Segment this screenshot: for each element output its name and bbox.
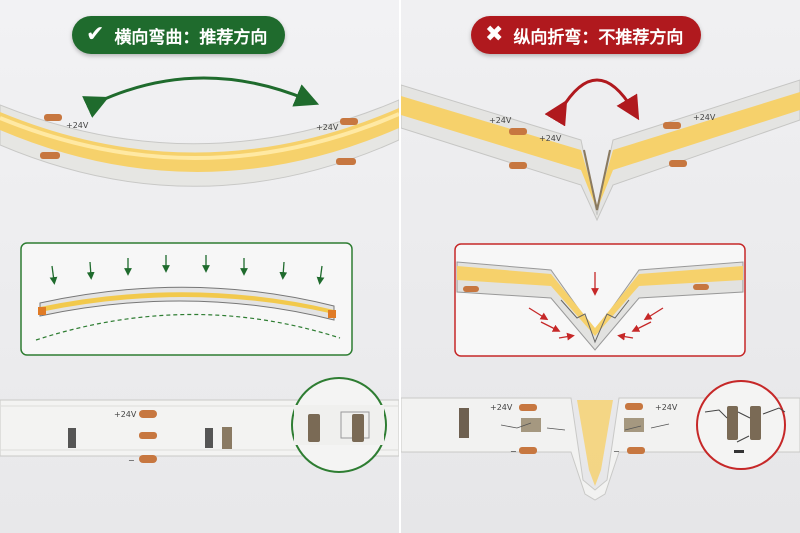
- solder-pad: [336, 158, 356, 165]
- solder-pad: [669, 160, 687, 167]
- solder-pad: [463, 286, 479, 292]
- bend-direction-arrow-icon: [82, 76, 320, 118]
- resistor-closeup: [352, 414, 364, 442]
- voltage-label: +24V: [490, 403, 513, 412]
- resistor-closeup: [750, 406, 761, 440]
- fold-direction-arrow-icon: [544, 78, 640, 127]
- force-arrow-icon: [540, 321, 561, 332]
- panel-divider: [399, 0, 401, 533]
- folded-led-strip: +24V +24V +24V: [401, 79, 800, 222]
- not-recommended-badge-text: 纵向折弯：不推荐方向: [513, 27, 684, 48]
- force-arrow-icon: [49, 265, 58, 285]
- solder-pad: [340, 118, 358, 125]
- check-icon: ✔: [86, 22, 105, 47]
- resistor-component: [459, 408, 469, 438]
- not-recommended-badge: ✖ 纵向折弯：不推荐方向: [471, 16, 702, 54]
- solder-pad: [44, 114, 62, 121]
- voltage-label: +24V: [489, 116, 512, 125]
- voltage-label: +24V: [114, 410, 137, 419]
- force-arrow-icon: [617, 332, 634, 341]
- minus-label: −: [613, 447, 620, 456]
- force-arrow-icon: [528, 307, 549, 321]
- force-arrow-icon: [558, 332, 575, 341]
- solder-pad: [139, 432, 157, 439]
- curved-led-strip: +24V +24V: [0, 99, 399, 187]
- solder-pad: [139, 455, 157, 463]
- solder-pad: [519, 447, 537, 454]
- resistor-component: [521, 418, 541, 432]
- voltage-label: +24V: [66, 121, 89, 130]
- force-arrow-icon: [643, 307, 664, 321]
- vertical-fold-diagram: [454, 243, 746, 357]
- solder-pad: [509, 162, 527, 169]
- resistor-closeup: [308, 414, 320, 442]
- crack-line: [704, 407, 786, 443]
- force-arrow-icon: [279, 261, 288, 280]
- left-illustration: +24V +24V: [0, 76, 399, 473]
- recommended-badge-text: 横向弯曲：推荐方向: [114, 27, 268, 48]
- voltage-label: +24V: [655, 403, 678, 412]
- solder-pad: [625, 403, 643, 410]
- voltage-label: +24V: [316, 123, 339, 132]
- lateral-bend-diagram: [20, 242, 353, 356]
- recommended-badge: ✔ 横向弯曲：推荐方向: [72, 16, 286, 54]
- not-recommended-panel: ✖ 纵向折弯：不推荐方向 +24V: [401, 0, 800, 533]
- voltage-label: +24V: [539, 134, 562, 143]
- resistor-component: [68, 428, 76, 448]
- force-arrow-icon: [86, 261, 95, 280]
- solder-pad: [40, 152, 60, 159]
- solder-pad: [519, 404, 537, 411]
- solder-pad: [509, 128, 527, 135]
- minus-label: −: [510, 447, 517, 456]
- solder-pad: [663, 122, 681, 129]
- resistor-component: [222, 427, 232, 449]
- right-illustration: +24V +24V +24V: [401, 78, 800, 501]
- resistor-component: [205, 428, 213, 448]
- voltage-label: +24V: [693, 113, 716, 122]
- resistor-component: [624, 418, 644, 432]
- recommended-panel: ✔ 横向弯曲：推荐方向 +24V: [0, 0, 399, 533]
- minus-label: −: [128, 456, 135, 465]
- force-arrow-icon: [631, 321, 652, 332]
- force-arrow-icon: [316, 265, 325, 285]
- solder-pad: [627, 447, 645, 454]
- cross-icon: ✖: [485, 22, 504, 47]
- magnified-crack-detail: [696, 380, 786, 470]
- magnified-detail: [291, 377, 387, 473]
- resistor-closeup: [727, 406, 738, 440]
- solder-pad: [139, 410, 157, 418]
- solder-pad: [693, 284, 709, 290]
